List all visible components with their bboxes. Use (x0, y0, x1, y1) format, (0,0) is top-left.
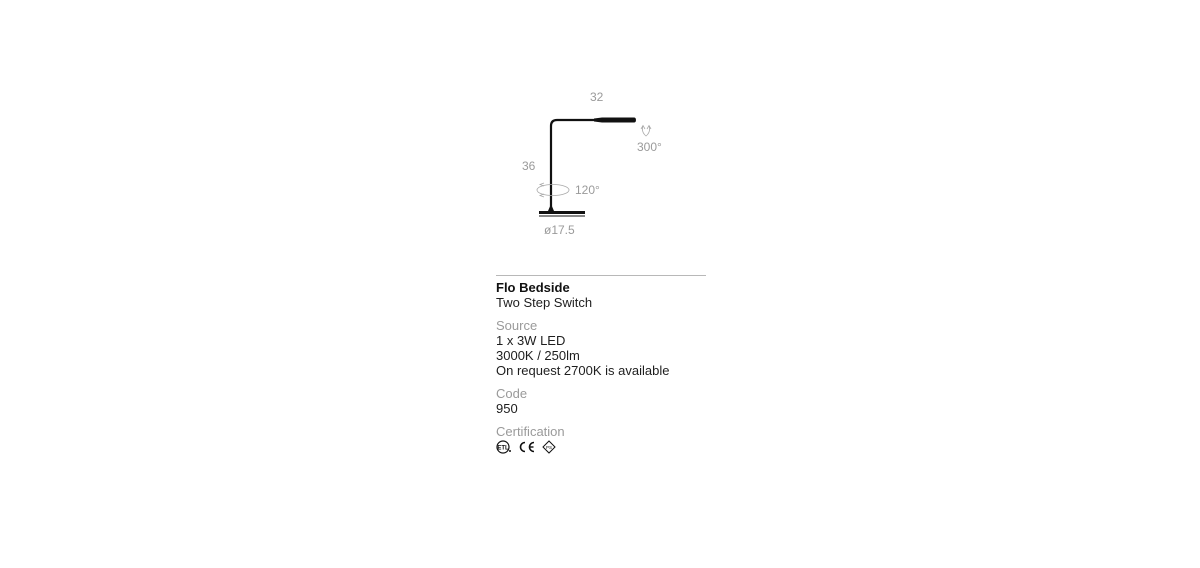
dimension-base-diameter: ø17.5 (544, 223, 575, 237)
lamp-dimension-diagram: 32 36 ø17.5 300° 120° (510, 84, 690, 244)
svg-text:ETL: ETL (497, 445, 509, 451)
dimension-width: 32 (590, 90, 604, 104)
product-subtitle: Two Step Switch (496, 295, 593, 310)
rotation-head-label: 300° (637, 140, 662, 154)
product-info: Flo Bedside Two Step Switch Source 1 x 3… (496, 275, 706, 457)
code-value: 950 (496, 401, 518, 416)
arm-rotation-arrowhead-bottom (538, 193, 545, 198)
dimension-height: 36 (522, 159, 536, 173)
head-rotation-arc (642, 125, 650, 137)
lamp-drawing (536, 117, 652, 217)
lamp-foot (548, 204, 554, 211)
source-line: 1 x 3W LED (496, 333, 566, 348)
pse-mark-icon: PS (542, 439, 556, 459)
svg-text:PS: PS (546, 445, 552, 450)
ce-mark-icon (518, 440, 536, 459)
certification-icons: ETL PS (496, 439, 706, 459)
etl-listed-icon: ETL (496, 439, 512, 459)
head-rotation-arrowhead-left (640, 124, 646, 130)
lamp-arm (549, 118, 594, 212)
certification-label: Certification (496, 424, 565, 439)
arm-rotation-ellipse (536, 184, 570, 196)
product-name: Flo Bedside (496, 280, 570, 295)
source-label: Source (496, 318, 538, 333)
divider (496, 275, 706, 276)
source-line: 3000K / 250lm (496, 348, 580, 363)
source-line: On request 2700K is available (496, 363, 670, 378)
lamp-base (539, 211, 585, 214)
head-rotation-arrowhead-right (646, 124, 652, 130)
arm-rotation-arrowhead-top (538, 182, 545, 187)
lamp-head (594, 117, 636, 123)
code-label: Code (496, 386, 528, 401)
rotation-arm-label: 120° (575, 183, 600, 197)
